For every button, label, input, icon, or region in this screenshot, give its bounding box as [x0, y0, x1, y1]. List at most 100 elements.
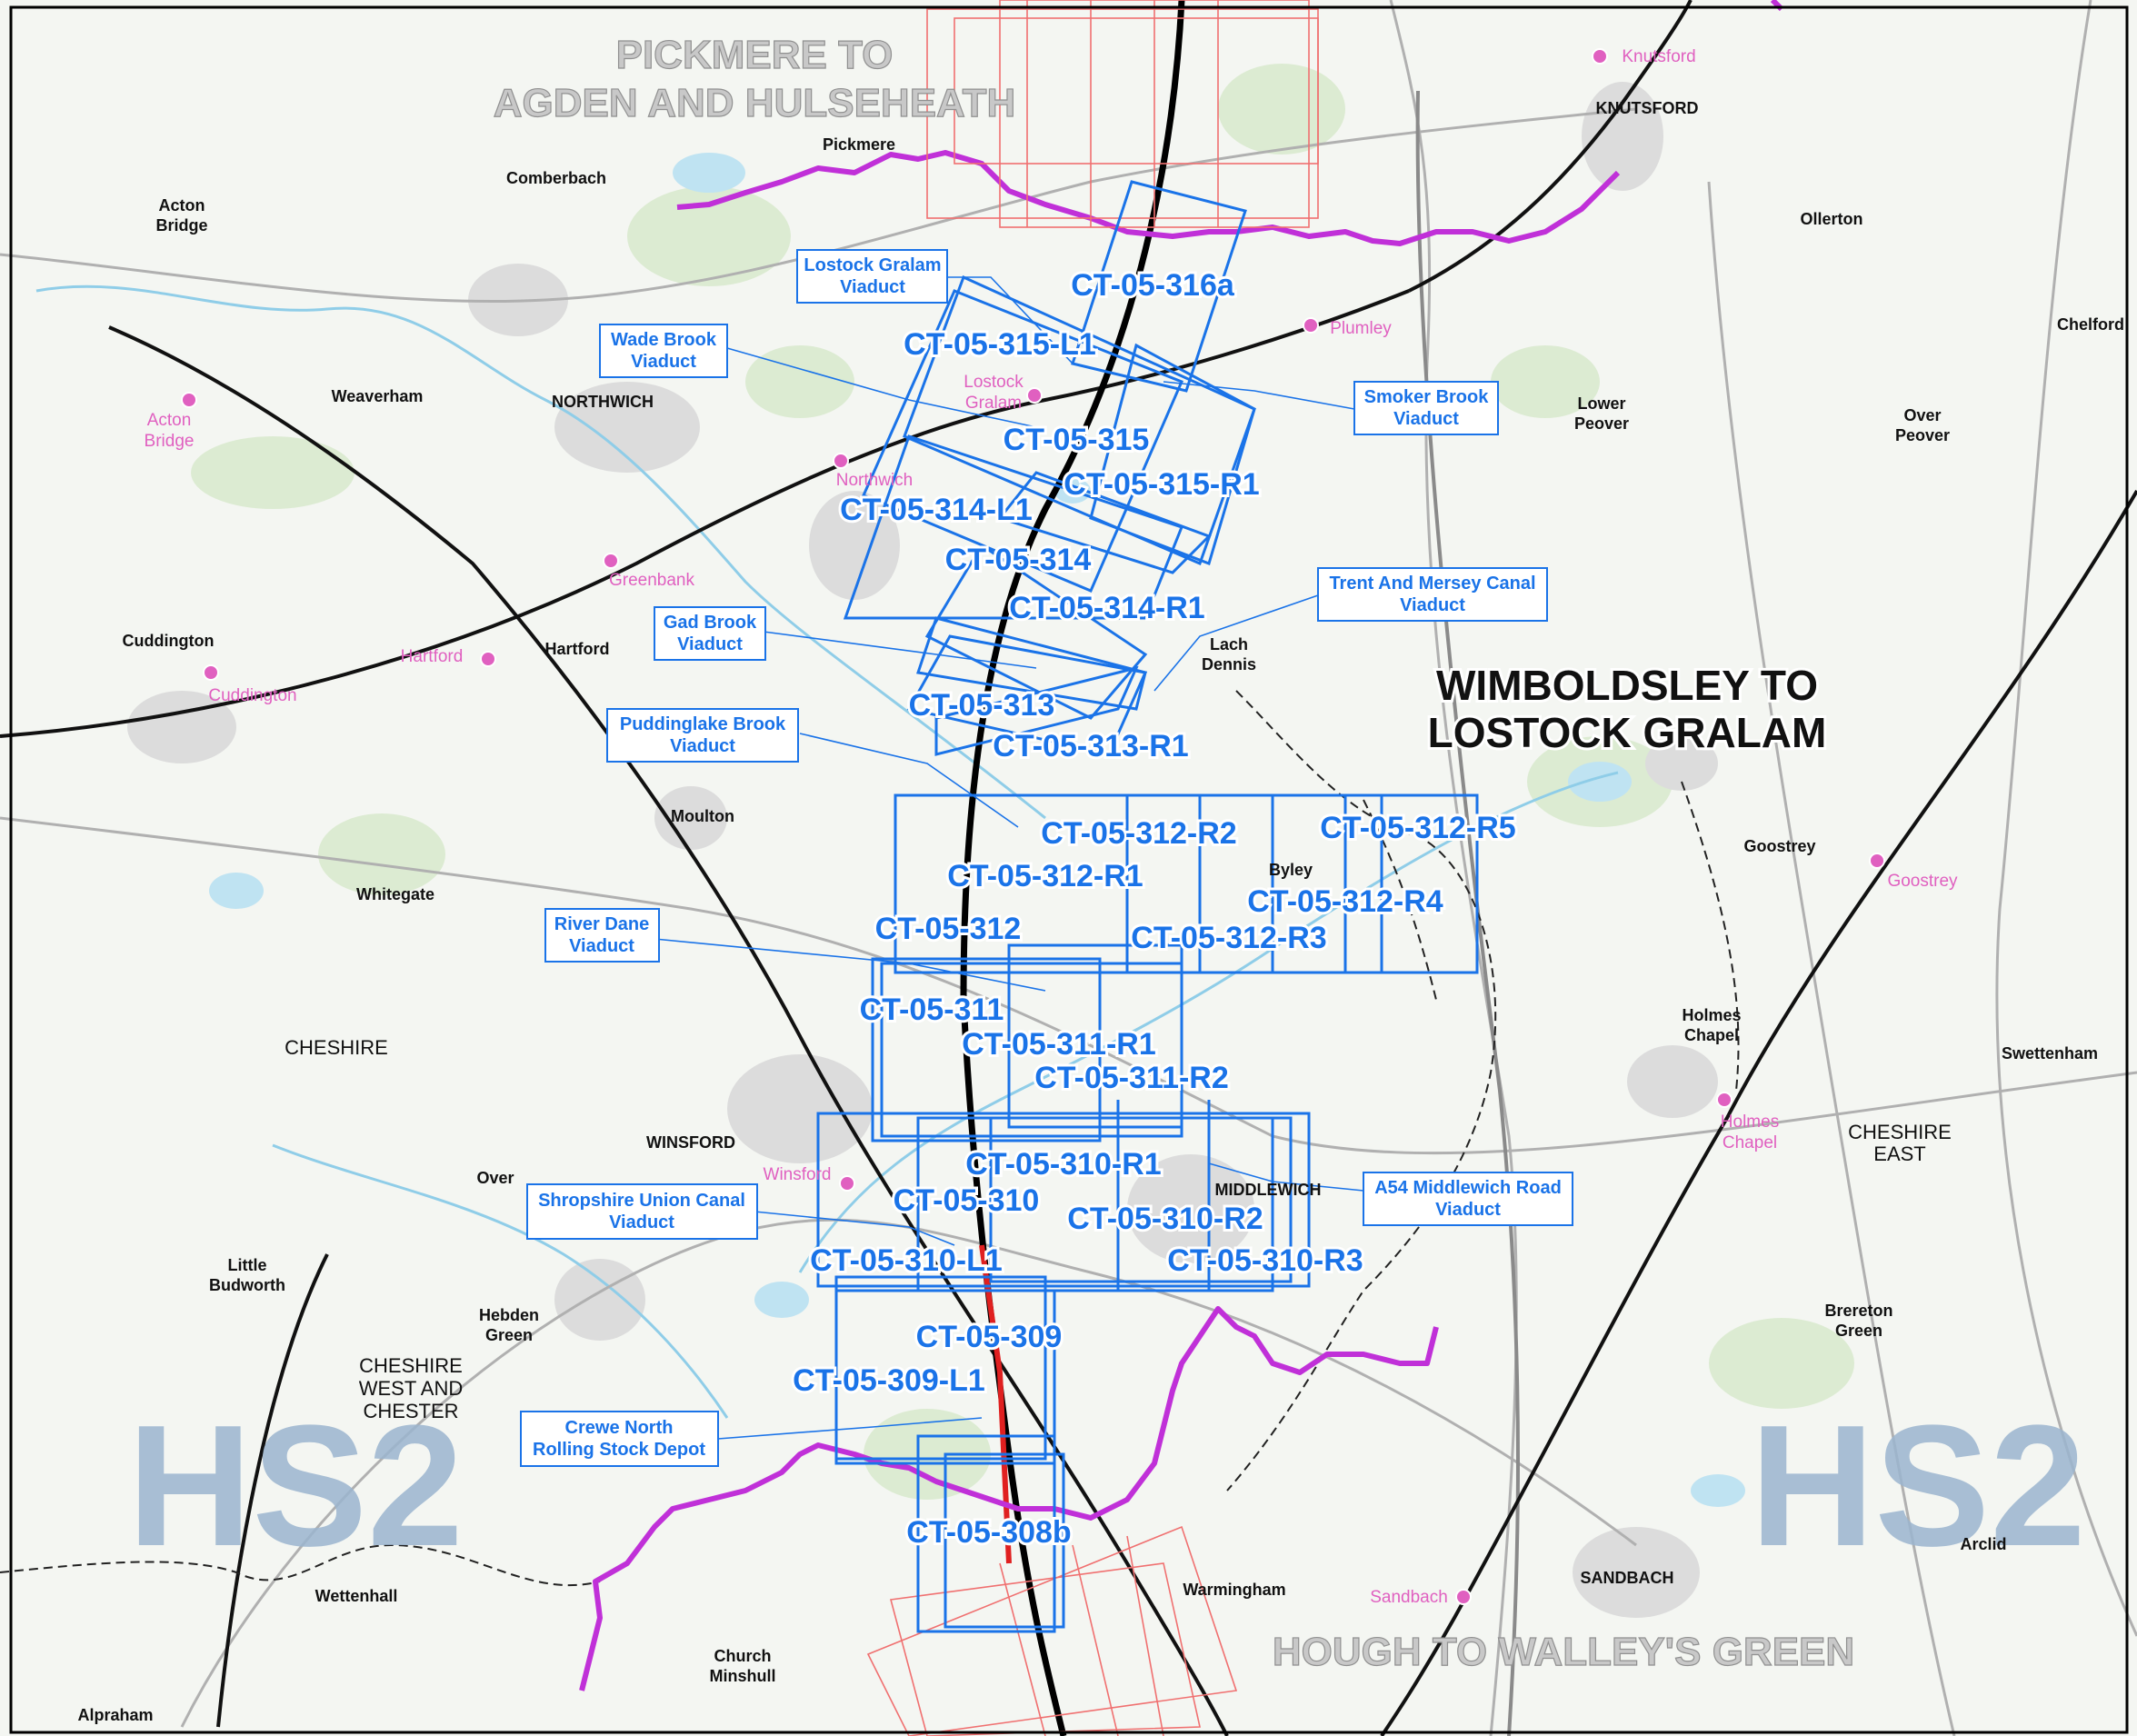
place-wettenhall: Wettenhall: [315, 1587, 398, 1605]
sheet-label-311-r1: CT-05-311-R1: [962, 1027, 1156, 1062]
callout-text: Viaduct: [670, 736, 735, 756]
place-winsford: WINSFORD: [646, 1133, 735, 1152]
callout-text: Lostock Gralam: [804, 255, 941, 275]
urban-areas: [127, 82, 1718, 1618]
sheet-label-312-r3: CT-05-312-R3: [1131, 921, 1326, 955]
station-lostock-1: Lostock: [964, 373, 1024, 392]
place-acton-1: Acton: [159, 196, 205, 215]
callout-text: Rolling Stock Depot: [533, 1440, 705, 1460]
station-greenbank: Greenbank: [609, 571, 695, 590]
place-arclid: Arclid: [1960, 1535, 2006, 1553]
place-warmingham: Warmingham: [1183, 1581, 1285, 1599]
place-little-1: Little: [228, 1256, 267, 1274]
callout-trent-mersey-viaduct: Trent And Mersey Canal Viaduct: [1317, 567, 1548, 622]
place-hebden-1: Hebden: [479, 1306, 539, 1324]
callout-river-dane-viaduct: River Dane Viaduct: [544, 908, 660, 963]
callout-text: Crewe North: [565, 1418, 674, 1438]
place-over-peover-2: Peover: [1895, 426, 1950, 444]
sheet-label-310-r3: CT-05-310-R3: [1167, 1243, 1363, 1278]
callout-text: Gad Brook: [664, 613, 757, 633]
adjacent-sheets: [866, 0, 1319, 1736]
station-acton-1: Acton: [147, 411, 192, 430]
place-brereton-2: Green: [1835, 1322, 1882, 1340]
callout-text: A54 Middlewich Road: [1374, 1178, 1562, 1198]
place-lach-2: Dennis: [1202, 655, 1256, 673]
sheet-label-314-r1: CT-05-314-R1: [1009, 591, 1204, 625]
sheet-label-313-r1: CT-05-313-R1: [993, 729, 1188, 763]
rivers: [35, 284, 1619, 1419]
sheet-label-311: CT-05-311: [860, 993, 1004, 1027]
station-holmes-1: Holmes: [1721, 1112, 1779, 1132]
sheet-label-312-r5: CT-05-312-R5: [1320, 811, 1515, 845]
place-holmes-2: Chapel: [1684, 1026, 1739, 1044]
sheet-label-315-l1: CT-05-315-L1: [904, 327, 1096, 362]
place-over-peover-1: Over: [1903, 406, 1941, 424]
place-weaverham: Weaverham: [332, 387, 424, 405]
place-hebden-2: Green: [485, 1326, 533, 1344]
sheet-label-312-r4: CT-05-312-R4: [1247, 884, 1443, 919]
leader-lines: [654, 276, 1364, 1440]
place-cheshire: CHESHIRE: [285, 1036, 388, 1059]
sheet-label-316a: CT-05-316a: [1071, 268, 1235, 303]
sheet-label-312-r1: CT-05-312-R1: [947, 859, 1143, 893]
station-labels: Knutsford Plumley Lostock Gralam Northwi…: [145, 47, 1958, 1607]
sheet-labels: CT-05-316a CT-05-315-L1 CT-05-315 CT-05-…: [790, 265, 1519, 1552]
place-lach-1: Lach: [1210, 635, 1248, 653]
area-main-line1: WIMBOLDSLEY TO: [1436, 662, 1818, 709]
callout-a54-viaduct: A54 Middlewich Road Viaduct: [1363, 1172, 1573, 1226]
area-main-line2: LOSTOCK GRALAM: [1428, 709, 1827, 756]
place-little-2: Budworth: [209, 1276, 285, 1294]
callout-text: Viaduct: [677, 634, 743, 654]
place-church-1: Church: [714, 1647, 772, 1665]
station-northwich: Northwich: [836, 471, 913, 490]
callout-text: Wade Brook: [611, 330, 717, 350]
place-acton-2: Bridge: [155, 216, 207, 234]
place-middlewich: MIDDLEWICH: [1215, 1181, 1322, 1199]
county-boundaries: [0, 690, 1740, 1586]
place-church-2: Minshull: [710, 1667, 776, 1685]
callout-text: Viaduct: [1435, 1200, 1501, 1220]
sheet-label-311-r2: CT-05-311-R2: [1034, 1061, 1229, 1095]
station-lostock-2: Gralam: [965, 394, 1022, 413]
callout-text: Puddinglake Brook: [620, 714, 786, 734]
place-brereton-1: Brereton: [1824, 1302, 1892, 1320]
station-hartford: Hartford: [401, 647, 464, 666]
place-goostrey: Goostrey: [1743, 837, 1815, 855]
callout-shropshire-viaduct: Shropshire Union Canal Viaduct: [526, 1183, 758, 1240]
callout-crewe-depot: Crewe North Rolling Stock Depot: [520, 1411, 719, 1467]
land-cover: [191, 64, 1854, 1507]
place-sandbach: SANDBACH: [1581, 1569, 1674, 1587]
sheet-outlines: [816, 180, 1479, 1633]
station-goostrey: Goostrey: [1887, 872, 1958, 891]
station-winsford: Winsford: [764, 1165, 832, 1184]
callout-smoker-brook-viaduct: Smoker Brook Viaduct: [1353, 381, 1499, 435]
area-north-line1: PICKMERE TO: [616, 33, 894, 77]
place-labels: Pickmere Comberbach Acton Bridge KNUTSFO…: [77, 99, 2124, 1724]
motorway: [1415, 90, 1520, 1736]
callout-text: Viaduct: [609, 1212, 674, 1232]
place-whitegate: Whitegate: [356, 885, 434, 903]
station-markers: [181, 48, 1885, 1605]
callout-text: Viaduct: [631, 352, 696, 372]
place-cwac-2: WEST AND: [359, 1377, 464, 1400]
callout-text: River Dane: [554, 914, 650, 934]
place-moulton: Moulton: [671, 807, 734, 825]
hs2-watermark-left: HS2: [127, 1390, 464, 1582]
place-comberbach: Comberbach: [506, 169, 606, 187]
place-lower-2: Peover: [1574, 414, 1629, 433]
place-alpraham: Alpraham: [77, 1706, 153, 1724]
callout-text: Viaduct: [1400, 595, 1465, 615]
sheet-label-313: CT-05-313: [909, 688, 1055, 723]
callout-lostock-gralam-viaduct: Lostock Gralam Viaduct: [796, 249, 948, 304]
station-plumley: Plumley: [1330, 319, 1392, 338]
callout-text: Viaduct: [569, 936, 634, 956]
sheet-label-314-l1: CT-05-314-L1: [840, 493, 1033, 527]
place-lower-1: Lower: [1577, 394, 1625, 413]
station-sandbach: Sandbach: [1370, 1588, 1448, 1607]
sheet-label-309: CT-05-309: [916, 1320, 1063, 1354]
place-over: Over: [476, 1169, 514, 1187]
place-knutsford: KNUTSFORD: [1596, 99, 1699, 117]
station-knutsford: Knutsford: [1622, 47, 1695, 66]
